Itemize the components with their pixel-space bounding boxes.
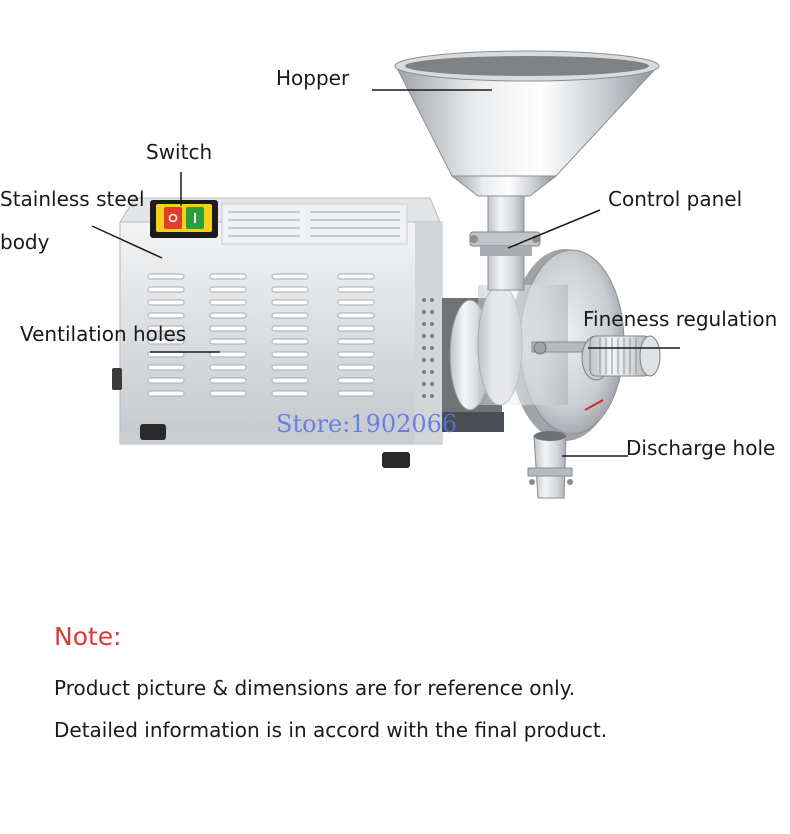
hopper-icon: [394, 50, 660, 197]
power-switch-icon: [150, 200, 218, 238]
note-title: Note:: [54, 622, 122, 651]
note-line-2: Detailed information is in accord with t…: [54, 718, 608, 742]
label-body-line1: Stainless steel: [0, 187, 145, 211]
label-discharge-hole: Discharge hole: [626, 436, 776, 460]
leader-lines: [91, 89, 680, 457]
label-body-line2: body: [0, 230, 50, 254]
store-watermark: Store:1902066: [276, 410, 458, 438]
note-line-1: Product picture & dimensions are for ref…: [54, 676, 576, 700]
machine-body: [112, 197, 443, 468]
label-control-panel: Control panel: [608, 187, 743, 211]
fineness-knob-icon: [531, 335, 661, 381]
discharge-spout-icon: [527, 431, 573, 499]
label-fineness-regulation: Fineness regulation: [583, 307, 778, 331]
label-hopper: Hopper: [276, 66, 350, 90]
ventilation-slots: [147, 273, 375, 397]
label-ventilation-holes: Ventilation holes: [20, 322, 187, 346]
label-switch: Switch: [146, 140, 213, 164]
